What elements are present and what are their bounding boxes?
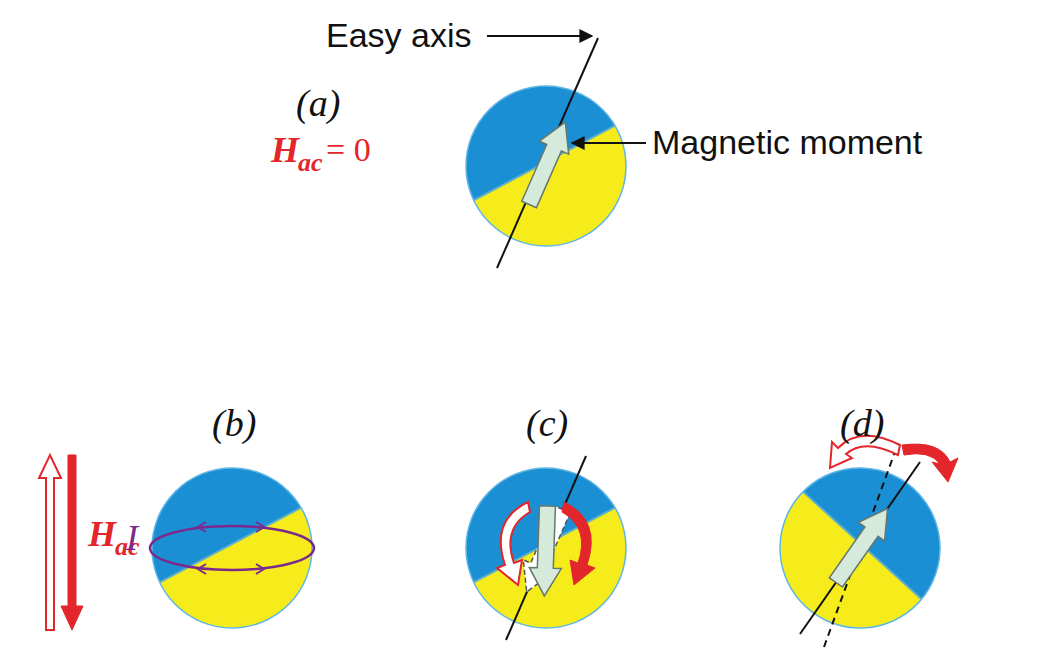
- particle-b: [126, 438, 346, 630]
- current-symbol: I: [126, 520, 138, 556]
- easy-axis-line: [506, 456, 586, 640]
- field-symbol: H: [88, 516, 116, 552]
- torque-arrow-hollow: [497, 502, 530, 585]
- moment-arrow: [514, 116, 579, 211]
- panel-letter: (b): [212, 404, 256, 442]
- panel-letter: (a): [296, 84, 340, 122]
- current-loop: [150, 526, 314, 570]
- leader-line: [487, 35, 592, 37]
- panel-letter: (d): [840, 404, 884, 442]
- easy-axis-line: [497, 38, 598, 268]
- callout-label: Magnetic moment: [652, 125, 922, 159]
- torque-arrow-filled: [562, 502, 595, 585]
- field-arrow-up: [39, 455, 61, 630]
- field-symbol: H: [271, 132, 299, 168]
- moment-arrow: [823, 500, 901, 592]
- easy-axis-line: [800, 462, 920, 634]
- callout-label: Easy axis: [326, 18, 472, 52]
- panel-letter: (c): [526, 404, 568, 442]
- field-subscript: ac: [298, 150, 323, 176]
- rotation-arrow-filled: [902, 444, 958, 482]
- particle-d: [747, 411, 1003, 651]
- field-arrow-down: [61, 455, 83, 630]
- particle-a: [440, 56, 660, 248]
- leader-line: [572, 142, 646, 144]
- current-direction-marks: [198, 522, 264, 574]
- moment-arrow: [528, 505, 563, 596]
- particle-c: [440, 438, 660, 630]
- field-value: = 0: [326, 133, 371, 167]
